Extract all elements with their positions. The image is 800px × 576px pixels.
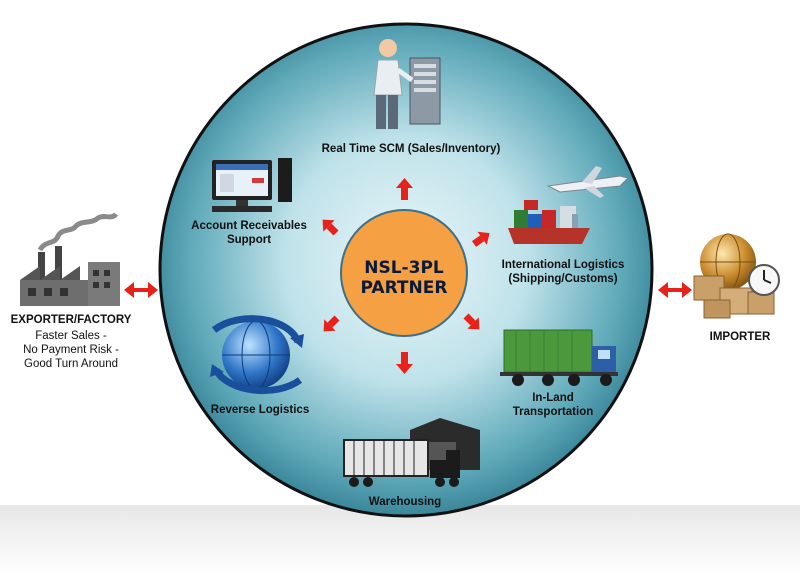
arrow-to-scm <box>396 178 413 200</box>
importer-link-arrow <box>658 282 692 298</box>
importer-globe-boxes-icon <box>693 233 780 319</box>
arrow-to-account-receivables <box>322 219 339 236</box>
inland-transportation-label-1: In-Land <box>532 392 574 404</box>
hub-circle <box>340 209 468 337</box>
warehousing-label: Warehousing <box>369 496 441 508</box>
plane-ship-icon <box>508 166 629 244</box>
exporter-line-2: No Payment Risk - <box>23 344 119 356</box>
person-server-icon <box>373 39 441 129</box>
arrow-to-reverse-logistics <box>323 315 340 332</box>
arrow-to-warehousing <box>396 352 413 374</box>
exporter-link-arrow <box>124 282 158 298</box>
account-receivables-label-1: Account Receivables <box>191 220 307 232</box>
globe-arrows-icon <box>210 315 304 395</box>
hub-label-line-1: NSL-3PL <box>364 258 444 278</box>
factory-icon <box>20 212 120 306</box>
arrow-to-international-logistics <box>471 231 490 247</box>
account-receivables-label-2: Support <box>227 234 271 246</box>
arrow-to-inland-transportation <box>463 313 480 330</box>
exporter-title: EXPORTER/FACTORY <box>11 314 132 326</box>
truck-icon <box>500 329 618 386</box>
international-logistics-label-2: (Shipping/Customs) <box>508 273 617 285</box>
warehouse-icon <box>343 418 480 487</box>
computer-icon <box>212 158 292 212</box>
exporter-line-1: Faster Sales - <box>35 330 107 342</box>
scm-label: Real Time SCM (Sales/Inventory) <box>322 143 501 155</box>
importer-title: IMPORTER <box>710 331 771 343</box>
inland-transportation-label-2: Transportation <box>513 406 594 418</box>
international-logistics-label-1: International Logistics <box>502 259 625 271</box>
exporter-line-3: Good Turn Around <box>24 358 118 370</box>
hub-label-line-2: PARTNER <box>361 278 448 298</box>
reverse-logistics-label: Reverse Logistics <box>211 404 309 416</box>
